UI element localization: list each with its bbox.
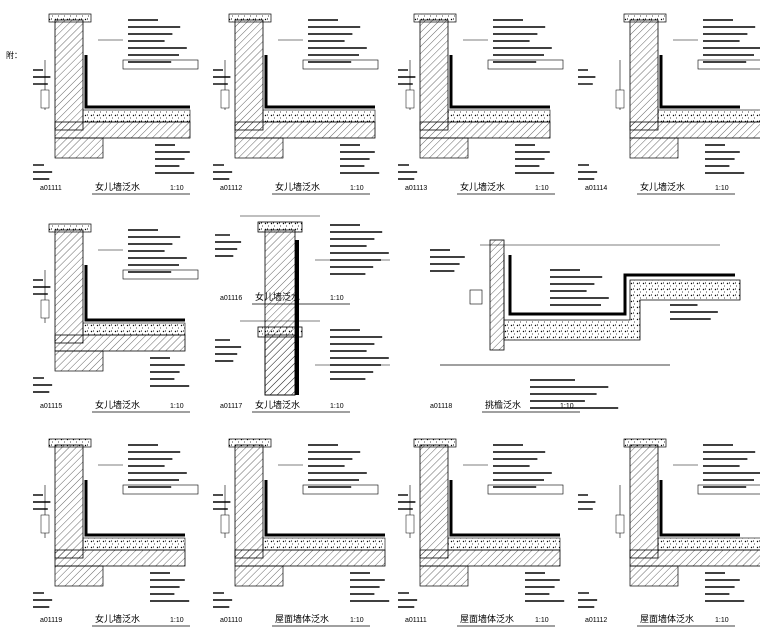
detail-scale: 1:10 (170, 403, 184, 410)
detail-scale: 1:10 (330, 403, 344, 410)
detail-9 (33, 438, 199, 608)
detail-scale: 1:10 (350, 185, 364, 192)
detail-scale: 1:10 (535, 185, 549, 192)
detail-scale: 1:10 (170, 185, 184, 192)
detail-title: 屋面墙体泛水 (460, 613, 514, 624)
detail-title: 女儿墙泛水 (255, 291, 300, 302)
detail-1 (33, 13, 199, 180)
detail-title: 女儿墙泛水 (275, 181, 320, 192)
detail-code: a01112 (585, 617, 607, 624)
detail-title: 女儿墙泛水 (460, 181, 505, 192)
detail-scale: 1:10 (170, 617, 184, 624)
detail-title: 女儿墙泛水 (95, 399, 140, 410)
corner-note: 附： (6, 51, 22, 60)
detail-code: a01114 (585, 185, 607, 192)
detail-8 (430, 239, 741, 409)
detail-code: a01111 (40, 185, 62, 192)
detail-title: 女儿墙泛水 (255, 399, 300, 410)
detail-code: a01112 (220, 185, 242, 192)
detail-title: 女儿墙泛水 (95, 181, 140, 192)
detail-10 (213, 438, 390, 608)
detail-2 (213, 13, 380, 180)
detail-code: a01116 (220, 295, 242, 302)
detail-scale: 1:10 (330, 295, 344, 302)
detail-code: a01118 (430, 403, 452, 410)
detail-code: a01113 (405, 185, 427, 192)
detail-scale: 1:10 (560, 403, 574, 410)
detail-3 (398, 13, 564, 180)
detail-4 (578, 13, 760, 180)
detail-code: a01119 (40, 617, 62, 624)
detail-title: 女儿墙泛水 (95, 613, 140, 624)
detail-title: 屋面墙体泛水 (275, 613, 329, 624)
detail-scale: 1:10 (350, 617, 364, 624)
detail-title: 女儿墙泛水 (640, 181, 685, 192)
detail-scale: 1:10 (715, 185, 729, 192)
detail-title: 挑檐泛水 (485, 399, 521, 410)
detail-12 (578, 438, 760, 608)
detail-5 (33, 223, 199, 393)
detail-code: a01111 (405, 617, 427, 624)
detail-11 (398, 438, 565, 608)
detail-code: a01110 (220, 617, 242, 624)
detail-code: a01117 (220, 403, 242, 410)
detail-scale: 1:10 (535, 617, 549, 624)
detail-title: 屋面墙体泛水 (640, 613, 694, 624)
detail-code: a01115 (40, 403, 62, 410)
detail-6 (215, 215, 390, 396)
detail-7 (215, 320, 390, 396)
detail-scale: 1:10 (715, 617, 729, 624)
